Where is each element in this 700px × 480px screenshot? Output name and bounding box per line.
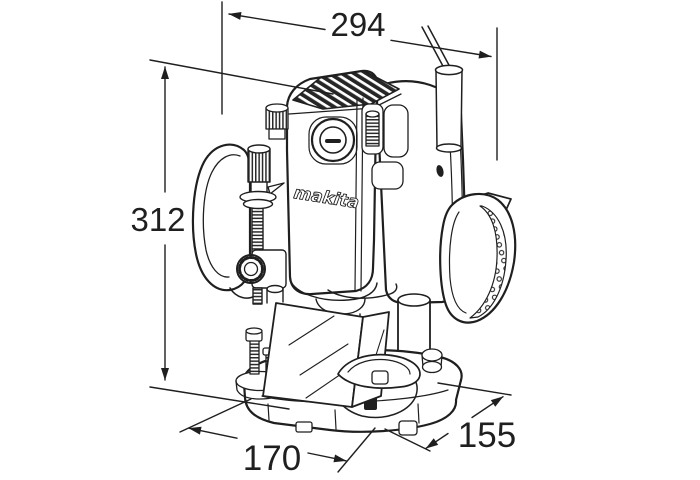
- speed-dial: [361, 103, 409, 190]
- dim-value-overall-height: 312: [130, 201, 185, 238]
- extension-line: [384, 428, 431, 452]
- dim-arrow-right: [307, 452, 347, 463]
- motor-housing: makita: [265, 69, 409, 296]
- dim-value-top-width: 294: [330, 6, 385, 43]
- base-side-knob: [421, 348, 443, 374]
- extension-line: [149, 386, 290, 410]
- dimension-top-width: 294: [221, 1, 498, 161]
- lock-dial: [308, 116, 358, 165]
- dimensions: 294 312 170 155: [130, 1, 516, 478]
- vent-grille: [292, 70, 400, 110]
- extension-line: [179, 398, 252, 433]
- extension-line: [337, 427, 376, 473]
- depth-lock-knob: [236, 254, 266, 284]
- shoulder-knob: [265, 103, 289, 140]
- dim-value-base-depth: 155: [458, 416, 516, 455]
- dim-arrow-left: [188, 426, 238, 439]
- dimension-base-width: 170: [179, 398, 376, 478]
- depth-rod-and-tube: [421, 25, 464, 153]
- dimension-overall-height: 312: [130, 59, 334, 410]
- clamp-lever: [337, 353, 421, 389]
- dim-arrow-lower: [425, 432, 449, 449]
- extension-line: [437, 382, 512, 396]
- router-illustration: makita: [191, 25, 517, 436]
- dim-arrow-right: [390, 39, 492, 59]
- right-handle: [439, 192, 517, 324]
- depth-stop-rod-assembly: [236, 144, 287, 305]
- dimension-base-depth: 155: [384, 382, 516, 455]
- extension-line: [149, 59, 334, 95]
- dim-arrow-upper: [471, 396, 504, 419]
- dim-arrow-left: [228, 11, 326, 31]
- dim-value-base-width: 170: [243, 439, 301, 478]
